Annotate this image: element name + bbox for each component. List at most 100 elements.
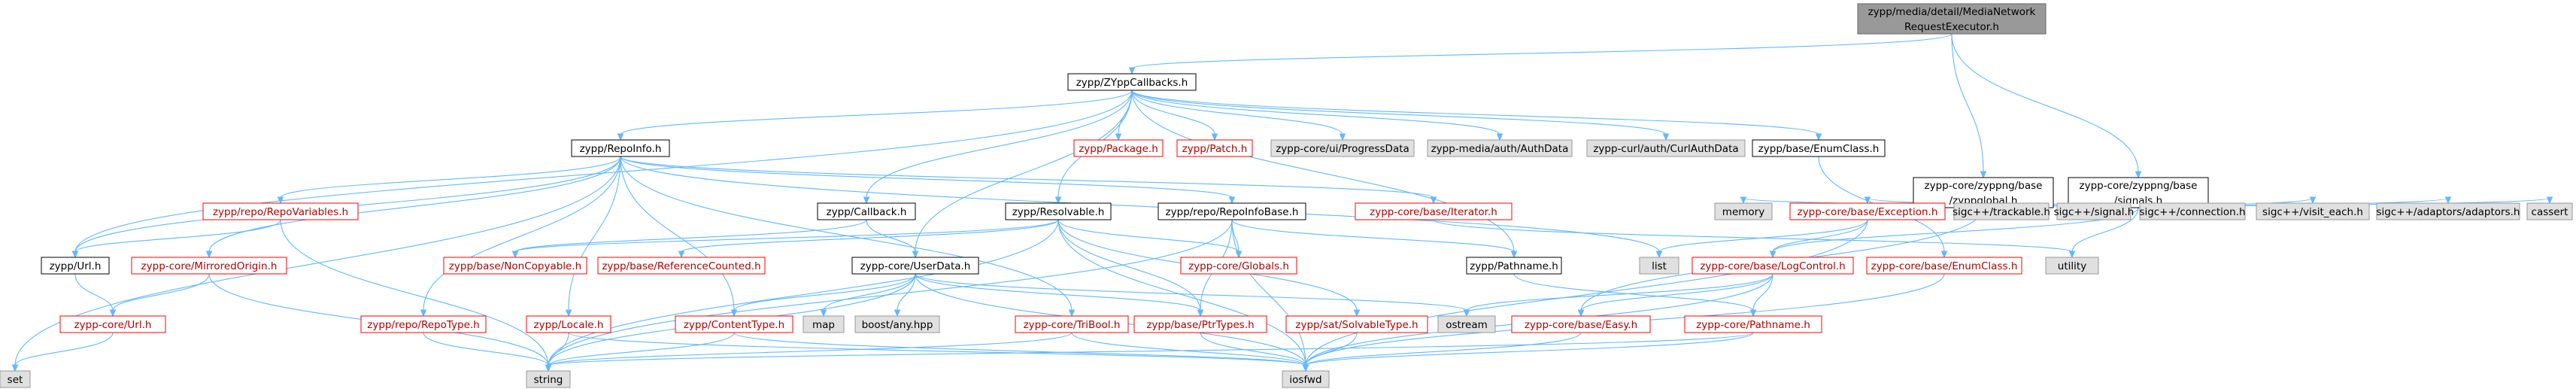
node-package[interactable]: zypp/Package.h [1073, 139, 1164, 157]
edge-contenttype-to-string [545, 332, 735, 372]
node-utility: utility [2045, 257, 2099, 275]
node-box [1005, 202, 1112, 220]
node-sigsignal: sigc++/signal.h [2054, 202, 2135, 220]
node-label: utility [2058, 260, 2086, 272]
node-box [59, 315, 166, 333]
edge-zyppcallbacks-to-progressdata [1131, 90, 1346, 141]
node-box [1073, 139, 1164, 157]
node-box [854, 315, 940, 333]
node-label: zypp/Resolvable.h [1012, 206, 1105, 218]
node-globals[interactable]: zypp-core/Globals.h [1180, 257, 1297, 275]
edge-resolvable-to-iosfwd [1057, 219, 1309, 372]
node-label: set [8, 374, 23, 386]
node-refcounted[interactable]: zypp/base/ReferenceCounted.h [597, 257, 766, 275]
node-iosfwd: iosfwd [1282, 370, 1330, 388]
node-solvabletype[interactable]: zypp/sat/SolvableType.h [1285, 315, 1428, 333]
edge-repoinfo-to-mirroredorigin [205, 156, 621, 259]
node-zyppglobal[interactable]: zypp-core/zyppng/base/zyppglobal.h [1913, 177, 2054, 208]
node-box [2256, 202, 2370, 220]
node-label: zypp-core/base/EnumClass.h [1871, 260, 2018, 272]
node-label: zypp/repo/RepoVariables.h [213, 206, 348, 218]
node-locale[interactable]: zypp/Locale.h [526, 315, 611, 333]
edge-mirroredorigin-to-coreurl [109, 273, 210, 318]
node-set: set [0, 370, 31, 388]
node-box [2376, 202, 2520, 220]
edge-logcontrol-to-easy [1577, 273, 1773, 318]
node-repoinfobase[interactable]: zypp/repo/RepoInfoBase.h [1158, 202, 1306, 220]
node-label: zypp-core/TriBool.h [1024, 319, 1121, 331]
node-label: string [534, 374, 563, 386]
node-repovariables[interactable]: zypp/repo/RepoVariables.h [202, 202, 359, 220]
edge-userdata-to-map [820, 273, 916, 318]
edge-root-to-zyppcallbacks [1128, 33, 1952, 75]
node-exception[interactable]: zypp-core/base/Exception.h [1789, 202, 1946, 220]
edge-callback-to-userdata [866, 219, 919, 259]
node-repoinfo[interactable]: zypp/RepoInfo.h [571, 139, 670, 157]
node-box [2139, 202, 2246, 220]
node-box [131, 257, 287, 275]
node-corepathname[interactable]: zypp-core/Pathname.h [1684, 315, 1822, 333]
node-label: sigc++/trackable.h [1952, 206, 2050, 218]
node-mirroredorigin[interactable]: zypp-core/MirroredOrigin.h [131, 257, 287, 275]
node-box [851, 257, 979, 275]
node-box [803, 315, 845, 333]
node-resolvable[interactable]: zypp/Resolvable.h [1005, 202, 1112, 220]
node-boostany: boost/any.hpp [854, 315, 940, 333]
edge-exception-to-logcontrol [1769, 219, 1868, 259]
node-easy[interactable]: zypp-core/base/Easy.h [1511, 315, 1651, 333]
node-url[interactable]: zypp/Url.h [41, 257, 110, 275]
node-box [2056, 202, 2131, 220]
node-box [1180, 257, 1297, 275]
node-box [1270, 139, 1415, 157]
node-callback[interactable]: zypp/Callback.h [817, 202, 916, 220]
edge-iterator-to-utility [1433, 219, 2076, 259]
edge-ptrtypes-to-iosfwd [1200, 332, 1309, 372]
node-label: sigc++/signal.h [2054, 206, 2135, 218]
node-logcontrol[interactable]: zypp-core/base/LogControl.h [1692, 257, 1854, 275]
node-repotype[interactable]: zypp/repo/RepoType.h [360, 315, 487, 333]
node-label: zypp-core/Pathname.h [1696, 319, 1810, 331]
node-box [1511, 315, 1651, 333]
node-enumclass[interactable]: zypp/base/EnumClass.h [1752, 139, 1886, 157]
node-signals[interactable]: zypp-core/zyppng/base/signals.h [2068, 177, 2209, 208]
node-box [1427, 139, 1573, 157]
node-label: zypp-core/base/Easy.h [1525, 319, 1637, 331]
node-pathname[interactable]: zypp/Pathname.h [1466, 257, 1562, 275]
node-label: zypp/Url.h [50, 260, 102, 272]
node-contenttype[interactable]: zypp/ContentType.h [675, 315, 793, 333]
node-box [1586, 139, 1746, 157]
node-label: zypp/ContentType.h [684, 319, 784, 331]
node-label: zypp/repo/RepoType.h [367, 319, 479, 331]
node-box [571, 139, 670, 157]
node-label: zypp/media/detail/MediaNetwork [1868, 6, 2036, 18]
node-coreenumclass[interactable]: zypp-core/base/EnumClass.h [1866, 257, 2022, 275]
edge-userdata-to-contenttype [730, 273, 916, 318]
edge-callback-to-noncopyable [511, 219, 867, 259]
edge-repovariables-to-string [280, 219, 552, 372]
edge-userdata-to-boostany [894, 273, 916, 318]
node-box [1158, 202, 1306, 220]
node-box [1692, 257, 1854, 275]
edge-repoinfo-to-repovariables [277, 156, 621, 205]
node-list: list [1639, 257, 1679, 275]
node-box [1866, 257, 2022, 275]
node-userdata[interactable]: zypp-core/UserData.h [851, 257, 979, 275]
node-iterator[interactable]: zypp-core/base/Iterator.h [1355, 202, 1513, 220]
edge-resolvable-to-globals [1057, 219, 1242, 259]
node-coreurl[interactable]: zypp-core/Url.h [59, 315, 166, 333]
node-ptrtypes[interactable]: zypp/base/PtrTypes.h [1133, 315, 1267, 333]
node-noncopyable[interactable]: zypp/base/NonCopyable.h [443, 257, 587, 275]
node-box [1714, 202, 1773, 220]
node-label: zypp-curl/auth/CurlAuthData [1593, 143, 1738, 155]
edge-root-to-signals [1951, 33, 2142, 179]
node-label: zypp/base/EnumClass.h [1758, 143, 1880, 155]
node-tribool[interactable]: zypp-core/TriBool.h [1015, 315, 1129, 333]
node-label: zypp/base/ReferenceCounted.h [602, 260, 760, 272]
edge-repoinfo-to-iterator [620, 156, 1437, 205]
node-patch[interactable]: zypp/Patch.h [1176, 139, 1253, 157]
node-box [526, 315, 611, 333]
node-zyppcallbacks[interactable]: zypp/ZYppCallbacks.h [1067, 73, 1197, 91]
node-cassert: cassert [2526, 202, 2573, 220]
node-box [597, 257, 766, 275]
edge-userdata-to-ostream [915, 273, 1470, 318]
